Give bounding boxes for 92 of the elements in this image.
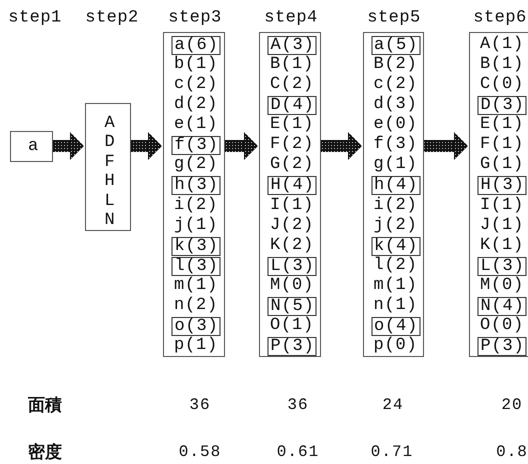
entry-text: G(2): [270, 156, 314, 174]
highlighted-entry: H(4): [268, 176, 316, 196]
step-label: step2: [85, 8, 139, 28]
entry-text: A(1): [480, 36, 524, 53]
value-text: 0.8: [496, 443, 528, 461]
entry-text: F: [104, 154, 116, 171]
step-label: step4: [264, 8, 318, 28]
entry-text: m(1): [374, 276, 418, 294]
entry-text: B(1): [480, 56, 524, 74]
value-text: 0.61: [276, 443, 320, 461]
entry-text: N: [104, 212, 116, 229]
highlighted-entry: A(3): [268, 36, 316, 55]
value-text: 36: [189, 396, 211, 414]
value-text: 24: [382, 396, 404, 414]
entry-text: C(0): [480, 76, 524, 94]
entry-text: d(3): [374, 96, 418, 114]
entry-text: C(2): [270, 76, 314, 94]
highlighted-entry: a(5): [371, 36, 420, 55]
entry-text: J(2): [270, 216, 314, 234]
entry-text: G(1): [480, 156, 524, 174]
step-label: step1: [8, 8, 62, 28]
entry-text: F(1): [480, 136, 524, 154]
entry-text: c(2): [374, 76, 418, 94]
entry-text: n(1): [374, 296, 418, 314]
entry-text: b(1): [174, 56, 218, 74]
entry-text: i(2): [174, 196, 218, 214]
entry-text: B(1): [270, 56, 314, 74]
highlighted-entry: H(3): [478, 176, 526, 196]
entry-text: J(1): [480, 216, 524, 234]
highlighted-entry: k(3): [172, 236, 220, 256]
block-arrow: [225, 132, 258, 160]
entry-text: I(1): [270, 196, 314, 214]
highlighted-entry: P(3): [478, 337, 526, 356]
entry-text: e(0): [374, 116, 418, 134]
step-label: step3: [168, 8, 222, 28]
entry-text: H: [104, 173, 116, 190]
step-label: step6: [473, 8, 527, 28]
highlighted-entry: D(4): [268, 96, 316, 116]
entry-text: m(1): [174, 276, 218, 294]
entry-text: D: [104, 134, 116, 152]
highlighted-entry: D(3): [478, 96, 526, 116]
block-arrow: [424, 132, 468, 160]
highlighted-entry: L(3): [268, 256, 316, 276]
entry-text: M(0): [270, 276, 314, 294]
entry-text: d(2): [174, 96, 218, 114]
entry-text: B(2): [374, 56, 418, 74]
highlighted-entry: h(3): [172, 176, 220, 196]
highlighted-entry: k(4): [371, 236, 420, 256]
entry-text: p(0): [374, 337, 418, 354]
entry-text: g(1): [374, 156, 418, 174]
entry-text: n(2): [174, 296, 218, 314]
highlighted-entry: a(6): [172, 36, 220, 55]
highlighted-entry: N(4): [478, 296, 526, 316]
entry-text: l(2): [374, 256, 418, 274]
value-text: 20: [501, 396, 523, 414]
row-header: 密度: [28, 442, 62, 464]
entry-text: O(0): [480, 316, 524, 334]
entry-text: a: [28, 138, 39, 155]
block-arrow: [131, 132, 162, 160]
entry-text: i(2): [374, 196, 418, 214]
entry-text: O(1): [270, 316, 314, 334]
step-label: step5: [367, 8, 421, 28]
highlighted-entry: l(3): [172, 256, 220, 276]
highlighted-entry: L(3): [478, 256, 526, 276]
entry-text: j(2): [374, 216, 418, 234]
block-arrow: [53, 132, 84, 160]
highlighted-entry: f(3): [172, 136, 220, 156]
entry-text: e(1): [174, 116, 218, 134]
entry-text: A: [104, 115, 116, 132]
entry-text: g(2): [174, 156, 218, 174]
entry-text: M(0): [480, 276, 524, 294]
entry-text: I(1): [480, 196, 524, 214]
entry-text: F(2): [270, 136, 314, 154]
block-arrow: [321, 132, 362, 160]
highlighted-entry: P(3): [268, 337, 316, 356]
highlighted-entry: o(4): [371, 316, 420, 336]
entry-text: E(1): [480, 116, 524, 134]
highlighted-entry: h(4): [371, 176, 420, 196]
entry-text: E(1): [270, 116, 314, 134]
entry-text: f(3): [374, 136, 418, 154]
value-text: 36: [287, 396, 309, 414]
entry-text: j(1): [174, 216, 218, 234]
value-text: 0.71: [370, 443, 414, 461]
entry-text: L: [104, 192, 116, 210]
value-text: 0.58: [178, 443, 222, 461]
row-header: 面積: [28, 394, 62, 416]
entry-text: p(1): [174, 337, 218, 354]
entry-text: c(2): [174, 76, 218, 94]
highlighted-entry: o(3): [172, 316, 220, 336]
highlighted-entry: N(5): [268, 296, 316, 316]
entry-text: K(2): [270, 236, 314, 254]
entry-text: K(1): [480, 236, 524, 254]
